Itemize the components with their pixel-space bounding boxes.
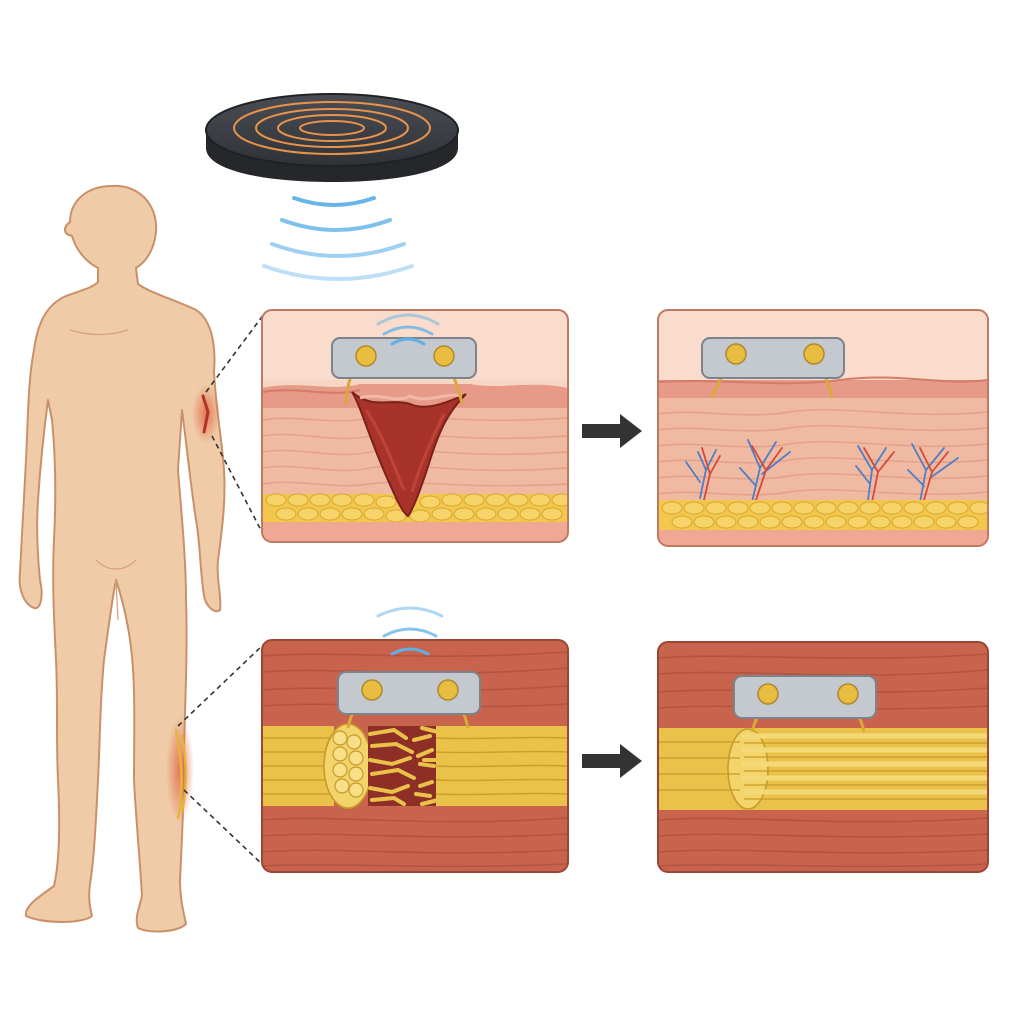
panel-nerve-regenerated <box>658 642 988 872</box>
panel-nerve-injured <box>262 608 568 872</box>
panel-skin-healed <box>658 310 990 548</box>
leader-line-leg-top <box>178 644 264 726</box>
wireless-charger-icon <box>206 94 458 182</box>
leader-line-leg-bottom <box>184 790 264 866</box>
arrow-right-icon <box>582 744 642 778</box>
human-figure <box>20 186 225 932</box>
body-silhouette <box>20 186 225 932</box>
arm-wound-site <box>192 384 220 444</box>
wireless-signal-icon <box>264 198 412 279</box>
panel-skin-wound <box>262 310 572 544</box>
arrow-right-icon <box>582 414 642 448</box>
charger-top <box>206 94 458 166</box>
